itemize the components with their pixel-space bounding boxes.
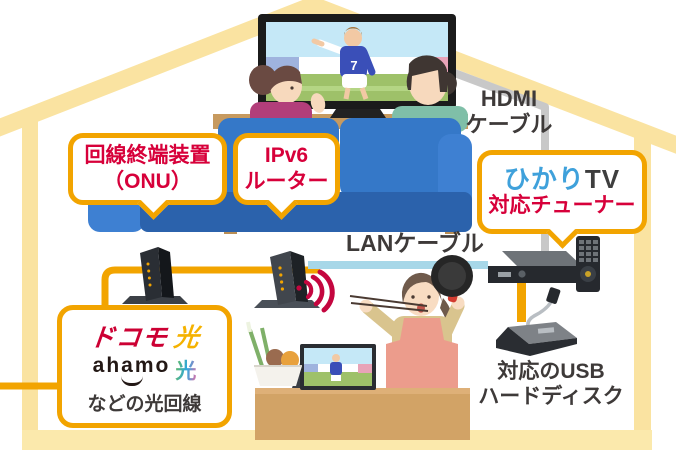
apron: [386, 318, 458, 390]
ipv6-router-device: [254, 251, 320, 308]
left-wall: [22, 112, 38, 442]
usb-label-line2: ハードディスク: [478, 384, 624, 408]
hikari-tv-tuner-label-bubble: ひかり TV 対応チューナー: [477, 150, 647, 234]
hikari-logo-text: ひかり: [503, 163, 585, 194]
lan-cable-label: LANケーブル: [346, 230, 484, 256]
ahamo-hikari-logo: ahamo 光: [92, 353, 196, 386]
tv-logo-text: TV: [584, 163, 621, 194]
ahamo-smile-icon: [120, 376, 143, 386]
hikari-tv-logo: ひかり TV: [504, 165, 620, 194]
usb-hdd-device: [496, 287, 577, 356]
ahamo-hikari-text: 光: [175, 355, 196, 385]
cooking-woman: [349, 255, 473, 390]
docomo-hikari-logo: ドコモ 光: [88, 318, 200, 354]
onu-label-line2: （ONU）: [103, 170, 192, 193]
vegetable-bowl: [246, 321, 302, 386]
fiber-optic-cable: [0, 266, 320, 390]
tablet-device: [292, 344, 376, 390]
ahamo-logo-text: ahamo: [92, 353, 171, 377]
isp-caption: などの光回線: [87, 393, 202, 415]
usb-plug: [546, 287, 561, 304]
onu-label-bubble: 回線終端装置 （ONU）: [68, 133, 227, 205]
usb-hdd-label: 対応のUSB ハードディスク: [455, 360, 647, 410]
tuner-label-line2: 対応チューナー: [488, 194, 636, 218]
roof: [0, 0, 676, 154]
usb-label-line1: 対応のUSB: [497, 360, 605, 383]
docomo-logo-text: ドコモ: [88, 323, 170, 352]
chopsticks: [349, 295, 429, 312]
soccer-player-icon: 7: [311, 27, 376, 100]
ipv6-label-line1: IPv6: [264, 144, 309, 168]
tv: 7: [258, 14, 456, 118]
tuner-hdd-cable: [517, 282, 526, 322]
hdmi-label-line2: ケーブル: [465, 111, 553, 137]
frying-pan: [431, 255, 473, 303]
ipv6-label-line2: ルーター: [244, 170, 329, 193]
onu-label-line1: 回線終端装置: [84, 144, 211, 168]
jersey-number: 7: [350, 58, 357, 73]
kitchen-counter: [255, 388, 470, 440]
hikari-tv-tuner-device: [488, 251, 582, 283]
hdmi-label-line1: HDMI: [480, 86, 538, 111]
isp-services-box: ドコモ 光 ahamo 光 などの光回線: [57, 305, 232, 428]
hdmi-cable-label: HDMI ケーブル: [448, 86, 570, 138]
onu-device: [122, 247, 188, 304]
wifi-icon: [296, 269, 335, 313]
docomo-hikari-text: 光: [171, 323, 200, 352]
remote-control: [576, 236, 600, 292]
